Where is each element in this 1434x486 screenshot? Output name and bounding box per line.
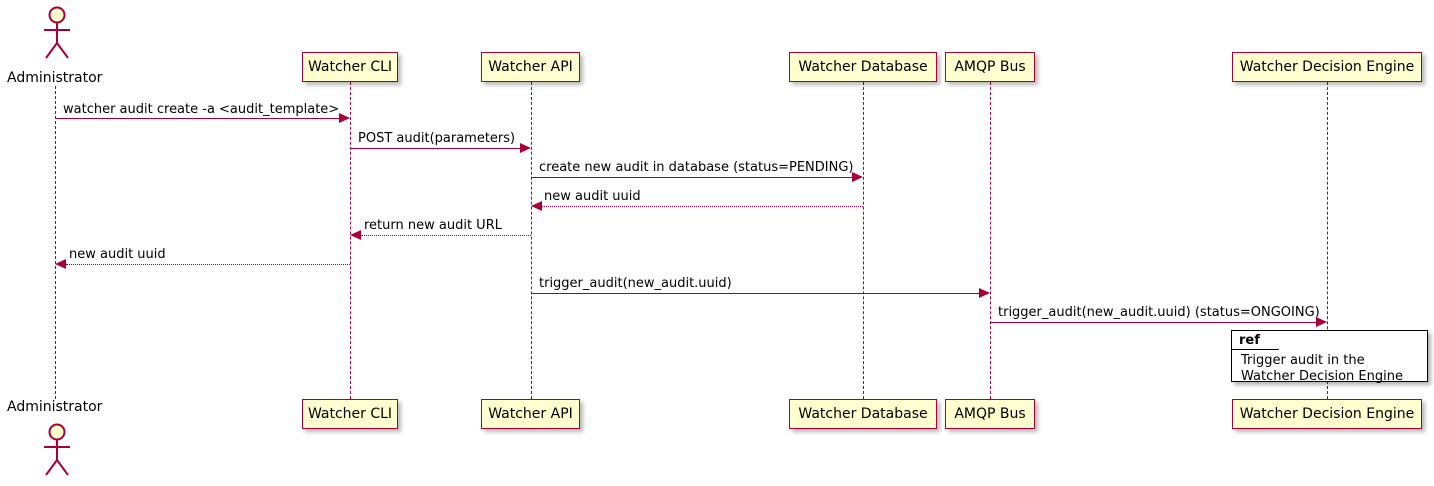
message-line-new-audit-uuid-db: [542, 206, 863, 207]
lifeline-watcher-database: [863, 82, 864, 399]
message-line-trigger-audit-ongoing: [990, 322, 1316, 323]
participant-box-watcher-database-bottom[interactable]: Watcher Database: [789, 399, 937, 429]
participant-label-watcher-api-bottom: Watcher API: [488, 406, 573, 422]
ref-fragment-keyword-tab: ref: [1232, 331, 1279, 350]
message-arrow-trigger-audit-ongoing: [1316, 317, 1327, 327]
lifeline-administrator: [55, 86, 56, 399]
participant-box-watcher-decision-engine-bottom[interactable]: Watcher Decision Engine: [1232, 399, 1422, 429]
message-label-return-new-audit-url: return new audit URL: [364, 218, 502, 233]
participant-label-watcher-decision-engine-bottom: Watcher Decision Engine: [1239, 406, 1415, 422]
lifeline-watcher-decision-engine: [1327, 82, 1328, 399]
participant-label-amqp-bus-top: AMQP Bus: [954, 59, 1026, 75]
message-label-post-audit: POST audit(parameters): [358, 131, 516, 146]
message-arrow-trigger-audit: [979, 288, 990, 298]
participant-box-amqp-bus-top[interactable]: AMQP Bus: [945, 52, 1035, 82]
actor-label-administrator-bottom: Administrator: [7, 399, 103, 415]
message-arrow-new-audit-uuid-db: [531, 201, 542, 211]
ref-fragment-line-1: Trigger audit in the: [1241, 353, 1365, 368]
message-label-new-audit-uuid-db: new audit uuid: [544, 189, 641, 204]
participant-box-watcher-cli-bottom[interactable]: Watcher CLI: [302, 399, 398, 429]
message-line-watcher-audit-create: [55, 118, 339, 119]
message-arrow-create-new-audit: [852, 172, 863, 182]
lifeline-amqp-bus: [990, 82, 991, 399]
participant-label-watcher-cli-top: Watcher CLI: [307, 59, 393, 75]
actor-administrator-top: [33, 4, 79, 66]
actor-stick-figure-icon: [44, 6, 70, 59]
lifeline-watcher-cli: [350, 82, 351, 399]
participant-box-watcher-cli-top[interactable]: Watcher CLI: [302, 52, 398, 82]
message-arrow-return-new-audit-url: [350, 230, 361, 240]
actor-label-administrator-top: Administrator: [7, 70, 103, 86]
participant-box-watcher-api-bottom[interactable]: Watcher API: [481, 399, 580, 429]
message-label-trigger-audit: trigger_audit(new_audit.uuid): [539, 276, 732, 291]
message-line-trigger-audit: [531, 293, 979, 294]
participant-label-amqp-bus-bottom: AMQP Bus: [954, 406, 1026, 422]
participant-box-watcher-decision-engine-top[interactable]: Watcher Decision Engine: [1232, 52, 1422, 82]
message-line-post-audit: [350, 148, 520, 149]
ref-fragment-body: Trigger audit in the Watcher Decision En…: [1241, 353, 1403, 385]
message-arrow-watcher-audit-create: [339, 113, 350, 123]
message-label-new-audit-uuid-cli: new audit uuid: [69, 247, 166, 262]
participant-box-amqp-bus-bottom[interactable]: AMQP Bus: [945, 399, 1035, 429]
actor-administrator-bottom: [33, 421, 79, 483]
participant-box-watcher-api-top[interactable]: Watcher API: [481, 52, 580, 82]
participant-label-watcher-cli-bottom: Watcher CLI: [307, 406, 393, 422]
message-label-watcher-audit-create: watcher audit create -a <audit_template>: [63, 102, 340, 117]
ref-fragment-line-2: Watcher Decision Engine: [1241, 369, 1403, 384]
participant-label-watcher-database-top: Watcher Database: [798, 59, 928, 75]
message-label-trigger-audit-ongoing: trigger_audit(new_audit.uuid) (status=ON…: [998, 305, 1320, 320]
participant-box-watcher-database-top[interactable]: Watcher Database: [789, 52, 937, 82]
message-label-create-new-audit: create new audit in database (status=PEN…: [539, 160, 854, 175]
ref-fragment-trigger-audit[interactable]: ref Trigger audit in the Watcher Decisio…: [1231, 330, 1428, 385]
message-line-new-audit-uuid-cli: [66, 264, 350, 265]
participant-label-watcher-api-top: Watcher API: [488, 59, 573, 75]
actor-stick-figure-icon: [44, 423, 70, 476]
message-line-create-new-audit: [531, 177, 852, 178]
message-arrow-post-audit: [520, 143, 531, 153]
message-arrow-new-audit-uuid-cli: [55, 259, 66, 269]
message-line-return-new-audit-url: [361, 235, 531, 236]
lifeline-watcher-api: [531, 82, 532, 399]
participant-label-watcher-database-bottom: Watcher Database: [798, 406, 928, 422]
participant-label-watcher-decision-engine-top: Watcher Decision Engine: [1239, 59, 1415, 75]
